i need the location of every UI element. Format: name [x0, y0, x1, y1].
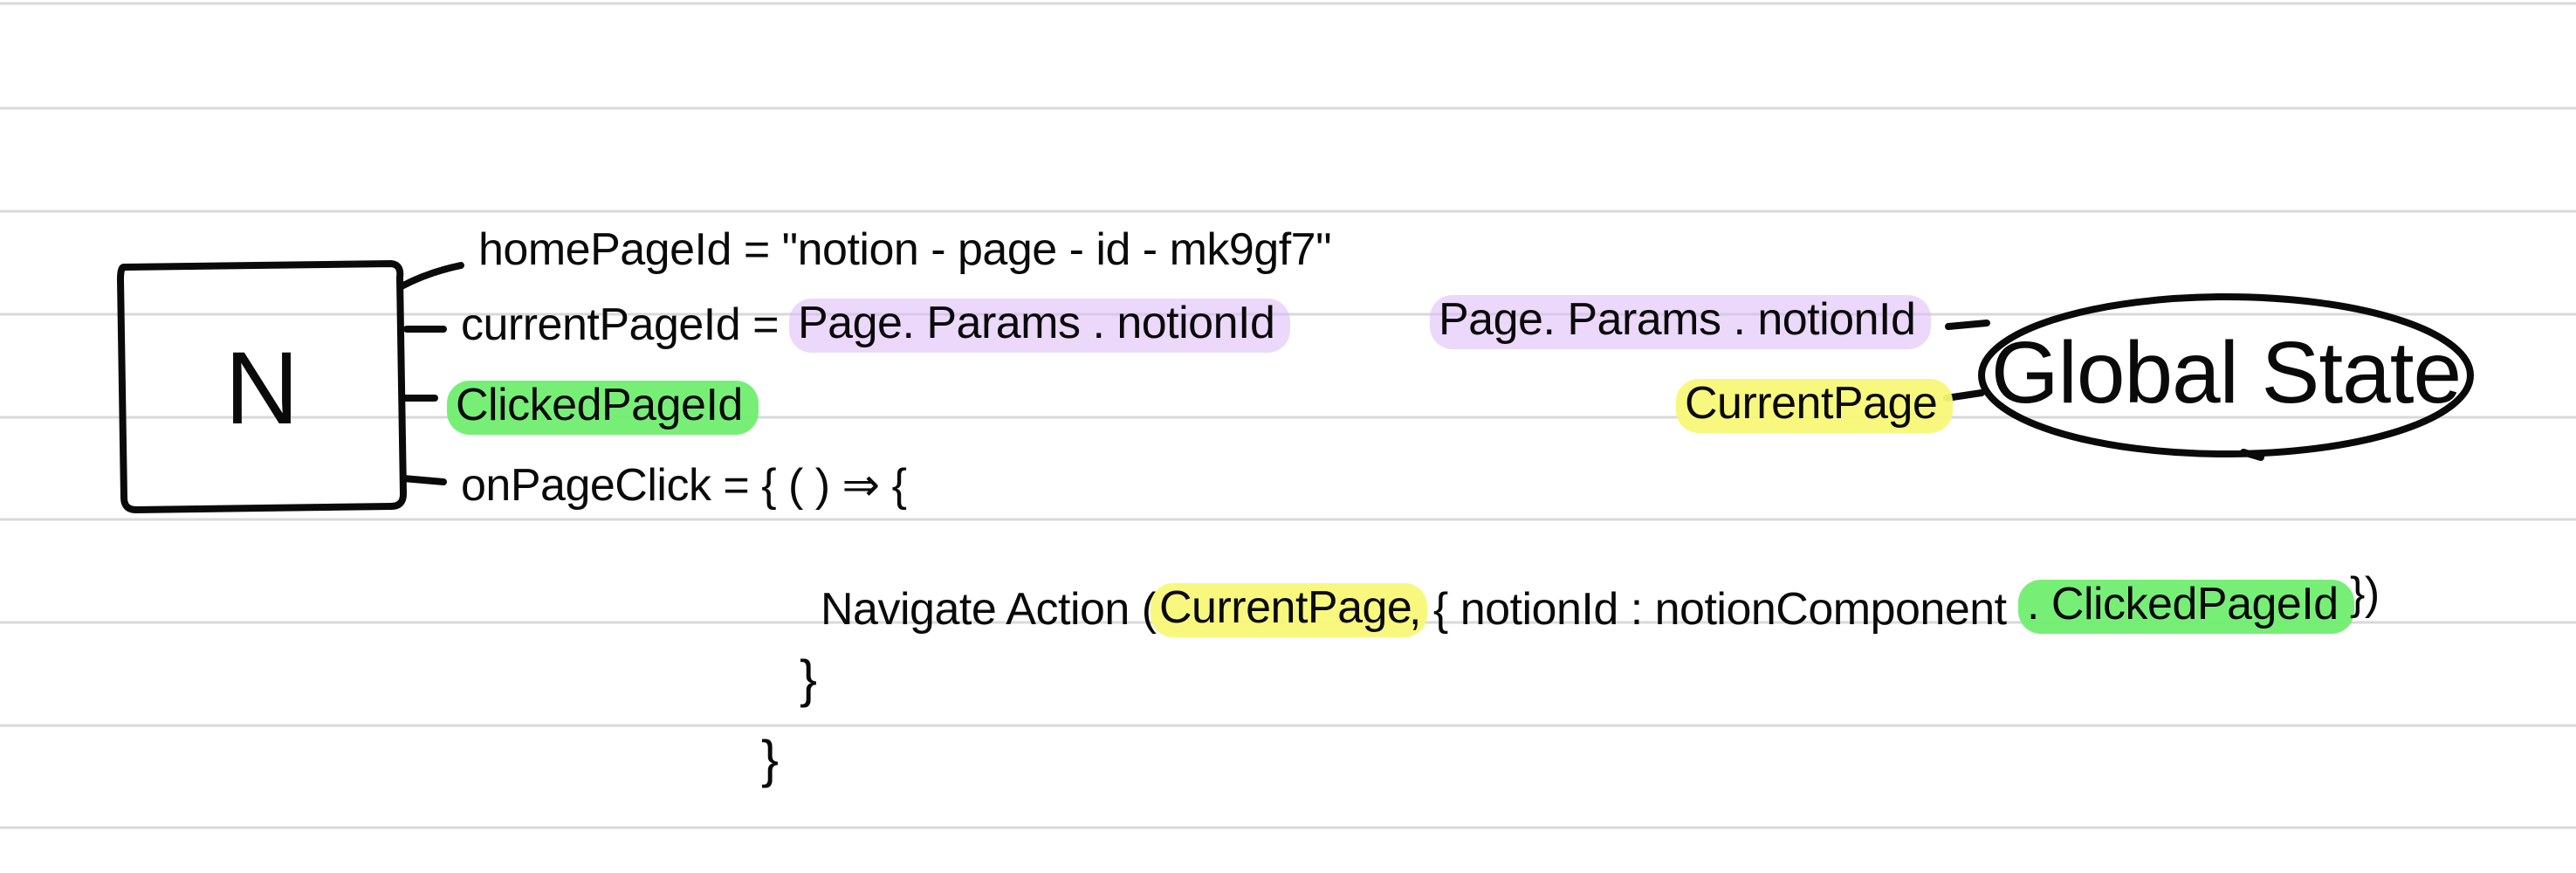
global-current-page: CurrentPage: [1676, 379, 1954, 433]
navigate-current-page: CurrentPage: [1151, 583, 1428, 637]
navigate-clicked-page-id: . ClickedPageId: [2018, 580, 2354, 634]
connector-on-page-click: [400, 475, 447, 485]
home-page-id-text: homePageId = "notion - page - id - mk9gf…: [478, 224, 1332, 275]
global-state-label: Global State: [1990, 323, 2462, 422]
component-box-label: N: [224, 331, 299, 446]
global-state-outline: [1978, 293, 2474, 457]
inner-closing-brace: }: [800, 650, 817, 708]
current-page-id-label: currentPageId =: [461, 299, 779, 350]
navigate-action-middle: , { notionId : notionComponent: [1409, 584, 2007, 635]
global-params-notion-id: Page. Params . notionId: [1430, 295, 1932, 349]
component-box-outline: [117, 260, 407, 513]
clicked-page-id: ClickedPageId: [447, 381, 759, 435]
connector-home-page-id: [398, 262, 464, 290]
navigate-action-suffix: }): [2350, 568, 2380, 619]
current-page-id-value: Page. Params . notionId: [789, 299, 1291, 353]
global-state-tail: [2240, 449, 2264, 461]
navigate-action-prefix: Navigate Action (: [821, 584, 1157, 635]
connector-params-notion-id: [1945, 320, 1990, 330]
outer-closing-brace: }: [761, 730, 779, 788]
on-page-click-text: onPageClick = { ( ) ⇒ {: [461, 460, 907, 511]
